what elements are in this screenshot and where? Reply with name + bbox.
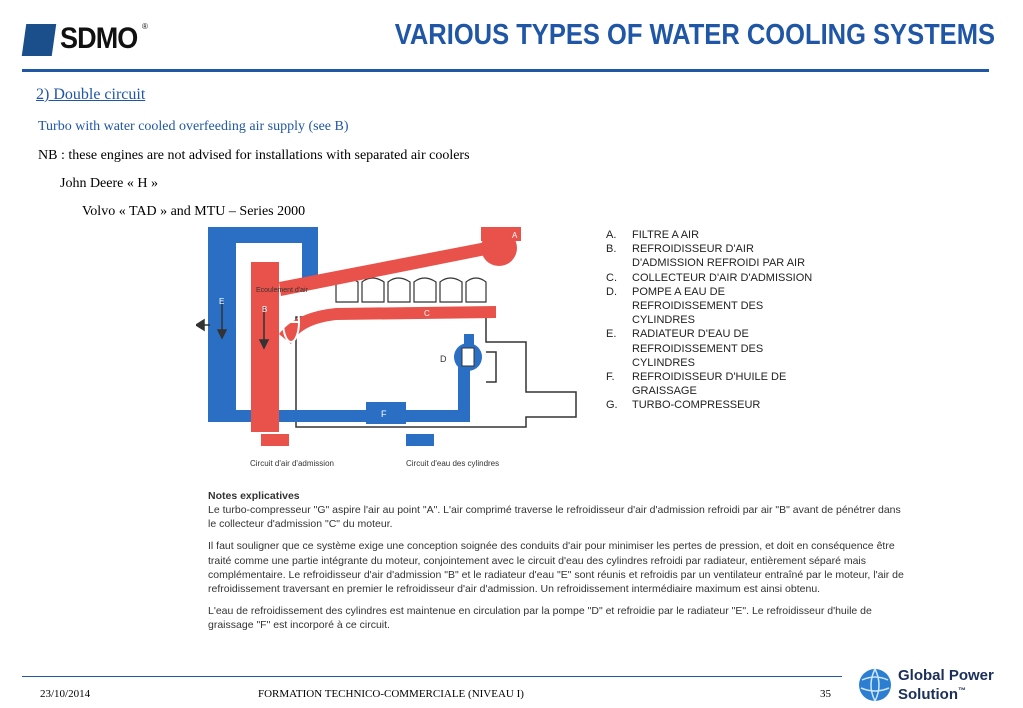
legend-item: G.TURBO-COMPRESSEUR xyxy=(606,399,761,412)
title-divider xyxy=(22,69,989,72)
engine-john-deere: John Deere « H » xyxy=(60,176,158,191)
diagram-label-e: E xyxy=(219,297,224,306)
section-subheading: 2) Double circuit xyxy=(36,86,146,103)
sdmo-logo-text: SDMO xyxy=(60,22,138,55)
footer-course-title: FORMATION TECHNICO-COMMERCIALE (NIVEAU I… xyxy=(258,688,524,700)
cylinder-heads xyxy=(335,277,487,303)
component-legend: A.FILTRE A AIR B.REFROIDISSEUR D'AIR D'A… xyxy=(606,228,906,413)
page-number: 35 xyxy=(820,688,831,700)
brand-line-2: Solution™ xyxy=(898,686,966,703)
flow-arrows xyxy=(196,302,270,350)
legend-label-admission: Circuit d'air d'admission xyxy=(250,459,334,468)
sdmo-logo-mark xyxy=(21,24,57,56)
air-flow-label: Ecoulement d'air xyxy=(256,287,309,294)
diagram-label-f: F xyxy=(381,409,387,419)
diagram-label-d: D xyxy=(440,354,447,364)
legend-swatch-cylinders xyxy=(406,434,434,446)
legend-item: B.REFROIDISSEUR D'AIR D'ADMISSION REFROI… xyxy=(606,243,806,270)
notes-paragraph: Il faut souligner que ce système exige u… xyxy=(208,540,904,596)
legend-item: C.COLLECTEUR D'AIR D'ADMISSION xyxy=(606,271,813,284)
legend-item: F.REFROIDISSEUR D'HUILE DE GRAISSAGE xyxy=(606,371,787,398)
air-circuit xyxy=(251,227,521,432)
globe-icon xyxy=(859,668,891,702)
notes-paragraph: L'eau de refroidissement des cylindres e… xyxy=(208,605,872,632)
legend-item: D.POMPE A EAU DE REFROIDISSEMENT DES CYL… xyxy=(606,285,764,327)
engine-volvo-mtu: Volvo « TAD » and MTU – Series 2000 xyxy=(82,204,306,219)
footer-date: 23/10/2014 xyxy=(40,688,91,700)
brand-line-1: Global Power xyxy=(898,667,994,684)
footer-divider xyxy=(22,676,842,677)
turbo-description: Turbo with water cooled overfeeding air … xyxy=(38,119,349,134)
sdmo-logo: SDMO ® xyxy=(21,20,152,60)
slide-title: VARIOUS TYPES OF WATER COOLING SYSTEMS xyxy=(394,19,995,51)
diagram-label-a: A xyxy=(512,231,518,240)
water-pump-d xyxy=(461,347,475,367)
global-power-solution-logo: Global Power Solution™ xyxy=(898,668,994,702)
diagram-label-g: G xyxy=(448,262,455,272)
legend-swatch-admission xyxy=(261,434,289,446)
legend-item: A.FILTRE A AIR xyxy=(606,229,700,241)
explanatory-notes: Notes explicatives Le turbo-compresseur … xyxy=(208,490,908,641)
sdmo-logo-registered: ® xyxy=(142,22,148,31)
diagram-label-b: B xyxy=(262,305,267,314)
cooling-fan xyxy=(282,301,300,343)
legend-label-cylinders: Circuit d'eau des cylindres xyxy=(406,459,499,468)
nb-note: NB : these engines are not advised for i… xyxy=(38,148,470,163)
water-circuit xyxy=(208,227,482,424)
notes-title: Notes explicatives xyxy=(208,490,300,502)
legend-item: E.RADIATEUR D'EAU DE REFROIDISSEMENT DES… xyxy=(606,328,764,369)
diagram-label-c: C xyxy=(424,309,430,318)
engine-outline xyxy=(295,316,577,428)
cooling-system-diagram: A G E B C D F Ecoulement d'air Circuit d… xyxy=(196,227,577,468)
notes-paragraph: Le turbo-compresseur "G" aspire l'air au… xyxy=(208,504,901,531)
